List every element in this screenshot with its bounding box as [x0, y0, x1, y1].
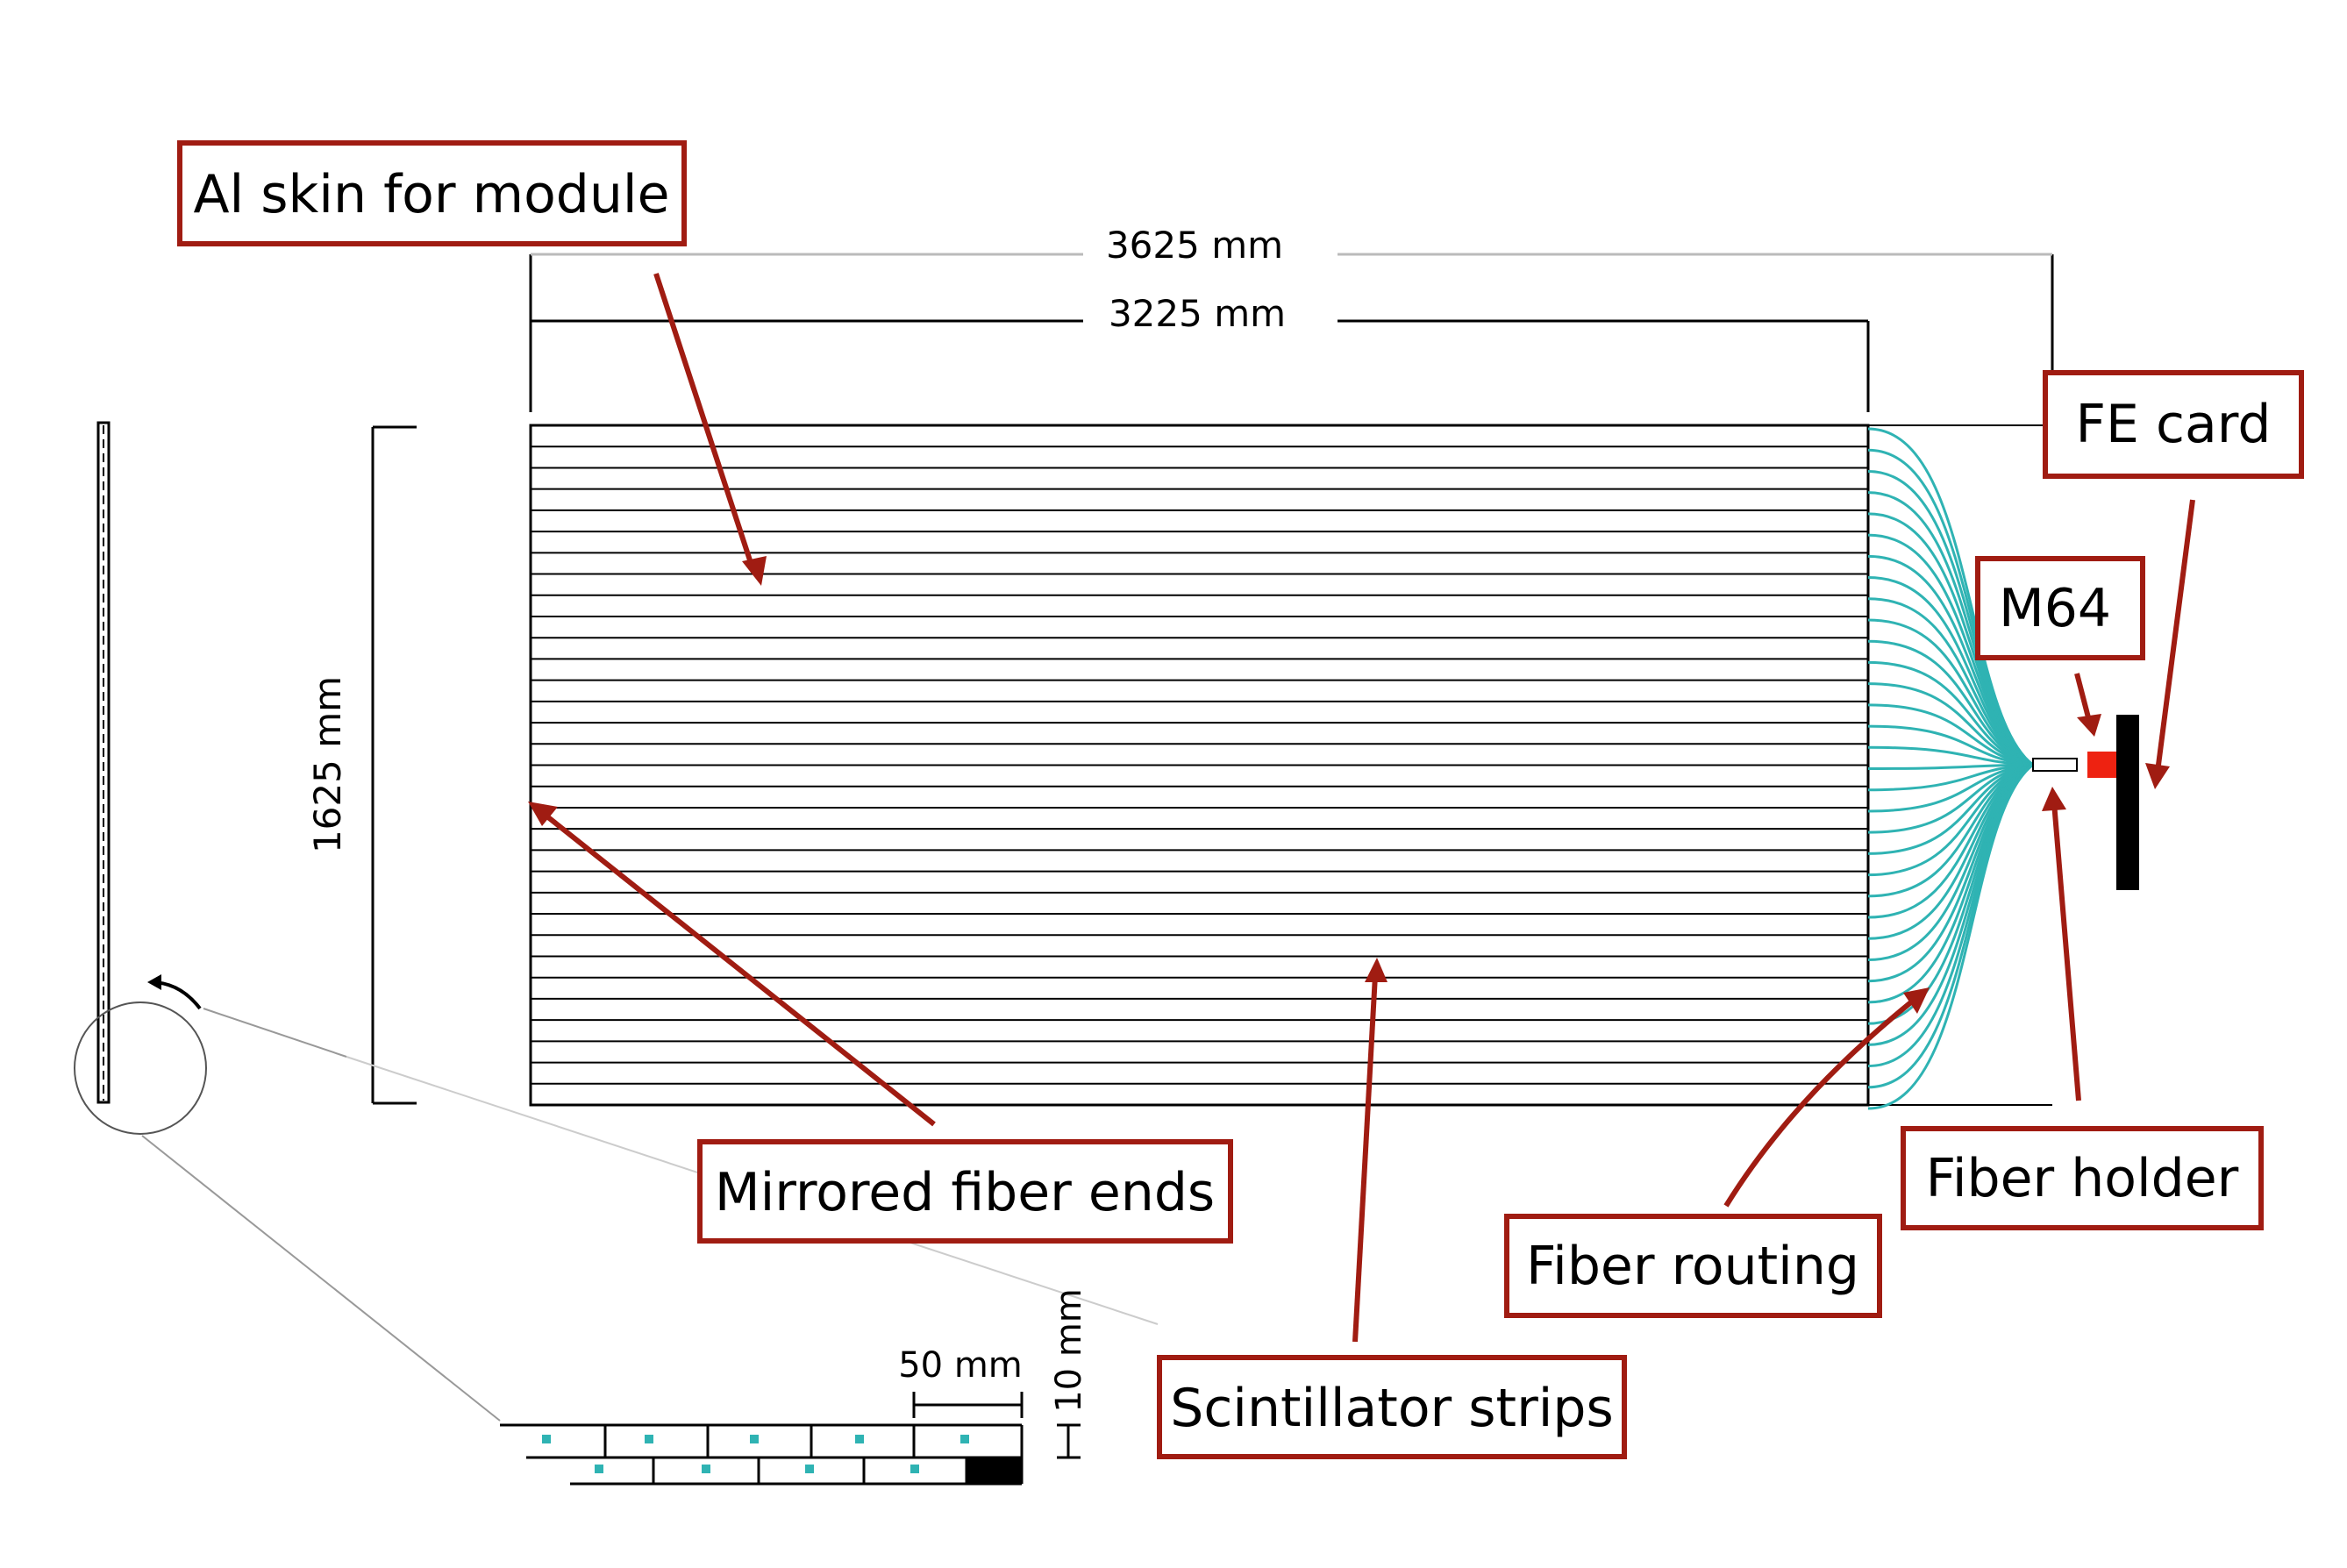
fiber-routing-bundle	[1867, 427, 2034, 1110]
arrow-fiber-holder	[2051, 802, 2081, 1101]
svg-text:Al skin for module: Al skin for module	[194, 164, 670, 225]
fiber-curve	[1867, 763, 2034, 898]
fiber-curve	[1867, 763, 2034, 792]
svg-text:Scintillator strips: Scintillator strips	[1170, 1378, 1614, 1439]
scintillator-strip-lines	[531, 445, 1868, 1085]
fiber-curve	[1867, 703, 2034, 766]
fiber-holder-block	[2032, 758, 2078, 772]
callout-mirrored: Mirrored fiber ends	[697, 1139, 1233, 1244]
inner-length-label: 3225 mm	[1109, 292, 1286, 335]
fiber-curve	[1867, 682, 2034, 766]
arrow-mirrored	[542, 811, 936, 1127]
svg-text:FE card: FE card	[2076, 394, 2272, 455]
strip-cross-section	[500, 1423, 1024, 1486]
strip-thickness-dimension	[1057, 1423, 1081, 1459]
fiber-curve	[1867, 618, 2034, 766]
height-label: 1625 mm	[306, 676, 349, 853]
fiber-curve	[1867, 763, 2034, 1110]
fiber-curve	[1867, 597, 2034, 766]
callout-arrows	[542, 273, 2195, 1343]
arrow-al-skin	[653, 273, 755, 569]
arrow-m64	[2074, 673, 2092, 722]
svg-text:Fiber routing: Fiber routing	[1526, 1236, 1859, 1297]
arrow-fe-card	[2155, 499, 2195, 773]
svg-text:Mirrored fiber ends: Mirrored fiber ends	[715, 1162, 1215, 1223]
fiber-curve	[1867, 554, 2034, 766]
callout-arrowheads	[528, 556, 2170, 1014]
cross-section-end-block	[967, 1458, 1022, 1484]
callout-fe-card: FE card	[2043, 370, 2304, 479]
strip-thickness-label: 10 mm	[1049, 1288, 1089, 1413]
callout-al-skin: Al skin for module	[177, 140, 687, 246]
fiber-curve	[1867, 576, 2034, 766]
dimension-height	[371, 425, 417, 1105]
arrow-fiber-routing	[1723, 995, 1918, 1208]
callout-scintillator: Scintillator strips	[1157, 1355, 1627, 1459]
fiber-curve	[1867, 763, 2034, 770]
fiber-curve	[1867, 763, 2034, 813]
dimension-outer-length	[529, 253, 2054, 478]
fe-card-board	[2116, 715, 2139, 890]
fiber-curve	[1867, 745, 2034, 766]
fiber-curve	[1867, 639, 2034, 766]
fiber-curve	[1867, 660, 2034, 766]
svg-text:M64: M64	[1999, 578, 2111, 639]
svg-text:Fiber holder: Fiber holder	[1926, 1148, 2239, 1209]
outer-length-label: 3625 mm	[1106, 224, 1283, 267]
dimension-inner-length	[531, 319, 1870, 412]
cross-section-fibers	[542, 1435, 969, 1473]
strip-width-dimension	[912, 1392, 1024, 1418]
arrow-scintillator	[1352, 974, 1378, 1343]
m64-pmt	[2087, 752, 2117, 778]
fiber-curve	[1867, 724, 2034, 766]
fiber-curve	[1867, 763, 2034, 855]
side-view	[74, 421, 1159, 1422]
fiber-curve	[1867, 763, 2034, 834]
callout-fiber-holder: Fiber holder	[1901, 1126, 2264, 1230]
callout-fiber-routing: Fiber routing	[1504, 1214, 1882, 1318]
strip-width-label: 50 mm	[898, 1345, 1023, 1386]
fiber-curve	[1867, 763, 2034, 877]
callout-m64: M64	[1975, 556, 2145, 660]
